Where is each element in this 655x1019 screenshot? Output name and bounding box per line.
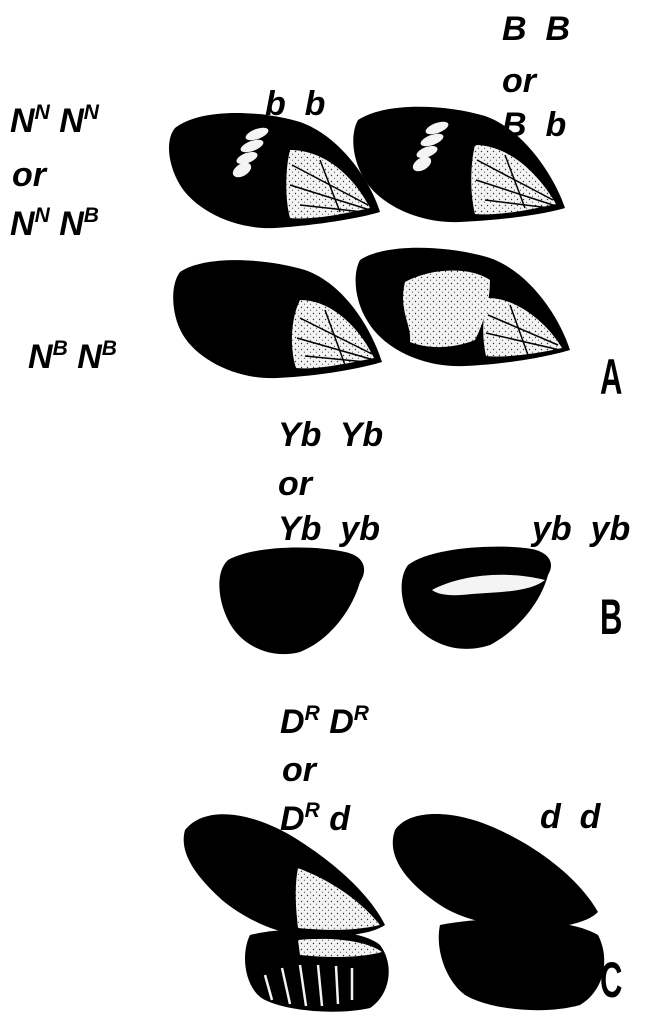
genotype-DRd: DR d — [280, 800, 350, 836]
genotype-bb: b b — [265, 87, 325, 121]
or-label: or — [278, 467, 312, 501]
hindwing-ybyb — [402, 547, 551, 649]
genotype-Ybyb: Yb yb — [278, 512, 380, 546]
genotype-nbnb: NB NB — [28, 338, 117, 374]
genotype-dd: d d — [540, 800, 600, 834]
genotype-ybyb: yb yb — [532, 512, 630, 546]
wings-dd — [393, 814, 604, 1010]
or-label: or — [502, 64, 536, 98]
panel-letter-c: C — [600, 955, 622, 1005]
wings-DR — [184, 814, 389, 1011]
hindwing-Yb — [219, 547, 364, 654]
genotype-Bb: B b — [502, 108, 566, 142]
genotype-DRDR: DR DR — [280, 703, 369, 739]
or-label: or — [12, 158, 46, 192]
forewing-bb — [169, 113, 380, 228]
panel-letter-b: B — [600, 592, 622, 642]
genotype-YbYb: Yb Yb — [278, 418, 383, 452]
forewing-nbnb — [173, 260, 382, 378]
forewing-large-patch — [356, 248, 570, 366]
panel-letter-a: A — [600, 352, 622, 402]
genotype-nn-nn: NN NN — [10, 102, 99, 138]
genotype-BB: B B — [502, 12, 570, 46]
forewing-band-patch — [403, 270, 490, 347]
genotype-nn-nb: NN NB — [10, 205, 99, 241]
or-label: or — [282, 753, 316, 787]
